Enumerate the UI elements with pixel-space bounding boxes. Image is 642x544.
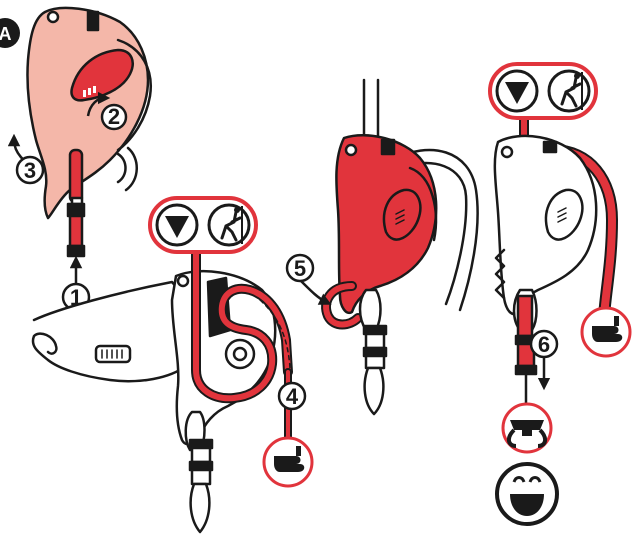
step-4-badge: 4	[279, 383, 305, 409]
panel-label: A	[0, 18, 20, 48]
harness-icon	[503, 404, 551, 452]
climber-icon-2	[549, 71, 589, 111]
load-triangle-icon	[157, 205, 197, 245]
hand-grip-icon	[264, 438, 312, 486]
load-triangle-icon-2	[497, 71, 537, 111]
device-figure-2	[33, 220, 290, 532]
hand-grip-icon-2	[582, 308, 630, 356]
step-6-number: 6	[538, 332, 550, 357]
climber-icon	[209, 205, 249, 245]
step-3-badge: 3	[17, 157, 43, 183]
step-4-number: 4	[286, 384, 299, 409]
device-figure-4	[495, 110, 612, 404]
panel-label-text: A	[0, 24, 12, 44]
step-6-badge: 6	[531, 331, 557, 357]
step-5-number: 5	[294, 256, 306, 281]
device-figure-1	[14, 8, 151, 290]
smiley-face-icon	[497, 464, 557, 524]
device-figure-3	[300, 80, 478, 414]
step-5-badge: 5	[287, 255, 313, 281]
pictogram-bar-4	[490, 64, 596, 118]
pictogram-bar-2	[150, 198, 256, 252]
step-3-number: 3	[24, 158, 36, 183]
step-2-number: 2	[108, 104, 120, 129]
